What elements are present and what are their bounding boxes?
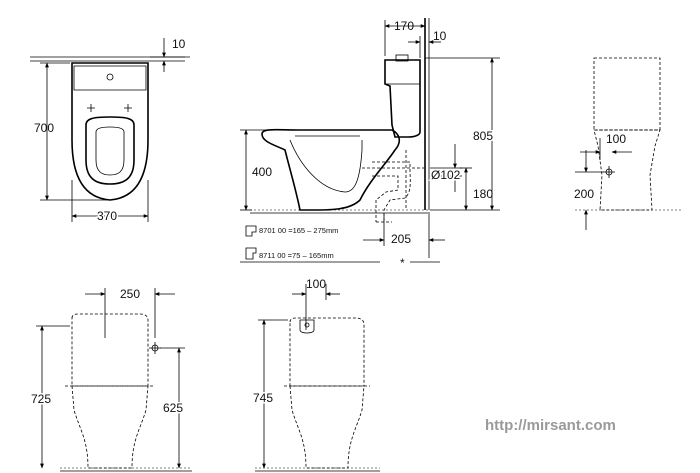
inlet-marker-icon — [603, 166, 615, 178]
connector-note-2: 8711 00 =75 – 165mm — [259, 251, 334, 260]
connector-note-1: 8701 00 =165 – 275mm — [259, 226, 338, 235]
side-total-height-label: 805 — [473, 129, 493, 143]
front2-cistern-outline — [289, 317, 365, 387]
side-right-height-label: 200 — [574, 187, 594, 201]
bowl-profile — [261, 128, 401, 211]
cistern-dashed-outline — [593, 57, 661, 131]
side-seat-height-label: 400 — [252, 165, 272, 179]
bowl-outline — [71, 62, 149, 201]
front1-inlet-height-label: 625 — [163, 401, 183, 415]
top-width-label: 370 — [97, 209, 117, 223]
side-view: 170 10 805 400 Ø102 180 205 87 — [240, 18, 500, 270]
front-view-2: 100 745 — [252, 277, 380, 472]
watermark-text: http://mirsant.com — [485, 417, 616, 434]
top-offset-label: 10 — [172, 37, 186, 51]
outlet-height-label: 180 — [473, 187, 493, 201]
side-right-view: 100 200 — [573, 57, 682, 230]
front-view-1: 250 625 725 — [30, 287, 192, 472]
front2-bowl-outline — [289, 385, 365, 469]
top-view: 10 700 370 — [30, 37, 190, 225]
front1-width-label: 250 — [120, 287, 140, 301]
flush-button-icon — [87, 104, 132, 112]
front2-inlet-marker-icon — [299, 319, 315, 334]
front2-width-label: 100 — [306, 277, 326, 291]
connector-8701-icon — [245, 225, 257, 237]
cistern-outline — [384, 59, 421, 138]
top-depth-label: 700 — [34, 121, 54, 135]
front1-height-label: 725 — [31, 392, 51, 406]
front1-bowl-outline — [71, 385, 149, 469]
outlet-diameter-label: Ø102 — [431, 168, 461, 182]
outlet-offset-label: 205 — [391, 232, 411, 246]
seat-opening — [85, 116, 135, 185]
side-right-horizontal-label: 100 — [606, 132, 626, 146]
asterisk-label: * — [400, 256, 405, 270]
front2-height-label: 745 — [253, 391, 273, 405]
front1-inlet-marker-icon — [149, 342, 161, 354]
side-wall-gap-label: 10 — [433, 29, 447, 43]
side-depth-offset-label: 170 — [394, 19, 414, 33]
front1-cistern-outline — [71, 313, 149, 387]
connector-8711-icon — [245, 247, 257, 260]
